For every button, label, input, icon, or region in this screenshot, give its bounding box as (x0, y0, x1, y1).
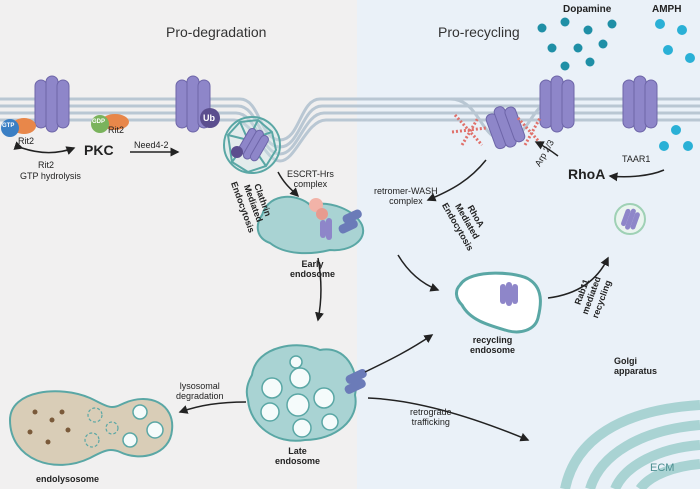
taar1-label: TAAR1 (622, 154, 651, 164)
dat-transporter-3 (539, 75, 575, 133)
retrograde-label-line-1: retrograde (410, 407, 452, 417)
dat-in-vesicle (237, 127, 269, 162)
actin-filaments (451, 113, 544, 147)
recycling-endosome (455, 271, 542, 334)
endolysosome-label: endolysosome (36, 474, 100, 484)
golgi-apparatus (560, 400, 700, 489)
endolysosome-vesicles (122, 404, 164, 448)
late-endosome-line-2: endosome (275, 456, 321, 467)
endolysosome-dots (27, 409, 71, 445)
golgi-label-line-1: Golgi (614, 356, 637, 366)
lysosomal-label-line-1: lysosomal (179, 381, 220, 391)
golgi-label-line-2: apparatus (614, 366, 658, 377)
ub-label: Ub (203, 113, 215, 123)
early-endosome-line-2: endosome (290, 269, 336, 280)
ub-badge (200, 108, 220, 128)
pkc-label: PKC (84, 142, 114, 158)
lysosomal-label: lysosomal degradation (176, 381, 224, 402)
golgi-label: Golgi apparatus (614, 356, 657, 377)
rit2-gtp (1, 118, 36, 137)
need4-label: Need4-2 (134, 140, 169, 150)
gdp-badge-label: GDP (92, 119, 106, 125)
dat-vesicle-right (621, 208, 640, 230)
section-title-pro-degradation: Pro-degradation (166, 24, 267, 40)
recycling-endosome-label: recycling endosome (470, 335, 515, 356)
escrt-label-line-1: ESCRT-Hrs (287, 169, 334, 179)
recycling-endosome-line-1: recycling (472, 335, 513, 345)
amph-label: AMPH (652, 4, 682, 15)
retrograde-label: retrograde trafficking (410, 407, 452, 428)
retromer-label: retromer-WASH complex (374, 186, 438, 207)
escrt-label-line-2: complex (293, 179, 328, 190)
late-endosome-line-1: Late (288, 446, 307, 456)
escrt-complex (309, 198, 328, 220)
early-endosome-line-1: Early (301, 259, 324, 269)
amph-molecules (655, 19, 695, 151)
endolysosome-dashed (84, 407, 119, 448)
dat-transporter-1 (34, 75, 70, 133)
rit2-label-gtp: Rit2 (18, 136, 35, 146)
late-endosome-label: Late endosome (275, 446, 320, 467)
section-title-pro-recycling: Pro-recycling (438, 24, 520, 40)
ecm-label: ECM (650, 462, 675, 474)
retromer-label-line-1: retromer-WASH (374, 186, 438, 196)
lysosomal-label-line-2: degradation (176, 391, 224, 402)
late-endosome-vesicles (260, 355, 339, 438)
early-endosome (256, 195, 365, 255)
dat-early-endosome (320, 218, 332, 240)
early-endosome-label: Early endosome (290, 259, 335, 280)
rit2-hydrolysis-label-1: Rit2 (38, 160, 55, 170)
dopamine-molecules (537, 17, 617, 71)
dat-transporter-rhoa (485, 106, 526, 150)
dopamine-label: Dopamine (563, 4, 612, 15)
escrt-label: ESCRT-Hrs complex (287, 169, 334, 190)
arrows (13, 141, 665, 442)
dat-recycling (500, 282, 518, 306)
retrograde-label-line-2: trafficking (411, 417, 450, 428)
rhoa-label: RhoA (568, 166, 606, 182)
recycling-endosome-line-2: endosome (470, 345, 516, 356)
retromer-label-line-2: complex (389, 196, 423, 207)
ub-badge-vesicle (231, 146, 243, 158)
rit2-hydrolysis-label-2: GTP hydrolysis (20, 171, 81, 181)
retromer-late (344, 369, 367, 394)
rit2-gdp (91, 114, 129, 133)
rit2-label-gdp: Rit2 (108, 125, 125, 135)
retromer-complex (338, 209, 362, 234)
dat-transporter-4 (622, 75, 658, 133)
gtp-badge-label: GTP (2, 123, 15, 129)
